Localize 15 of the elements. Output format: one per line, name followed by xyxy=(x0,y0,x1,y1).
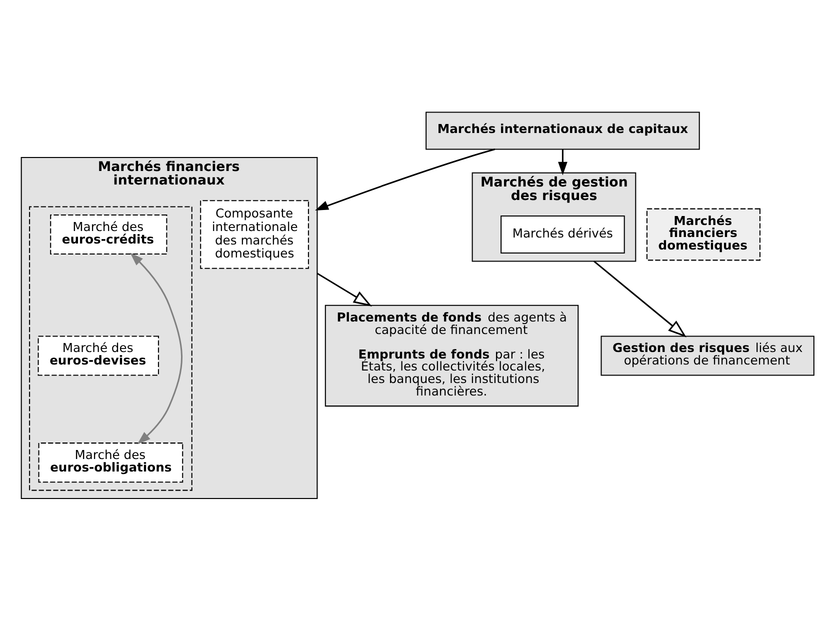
node-box: Marché des euros-crédits xyxy=(50,214,167,254)
node-box: Placements de fonds des agents à capacité de financement Emprunts de fonds par : les États, les collectivités locales, les banques, les institutions financières. xyxy=(324,304,578,406)
cluster xyxy=(28,206,192,490)
arrow xyxy=(558,149,567,175)
arrow xyxy=(130,252,182,444)
node-box: Gestion des risques liés aux opérations de financement xyxy=(600,335,814,376)
node-box: Marchés financiers domestiques xyxy=(646,208,760,260)
node-box: Marchés dérivés xyxy=(500,215,624,254)
arrow xyxy=(316,272,372,306)
arrow xyxy=(592,260,686,337)
node-box: Marchés internationaux de capitaux xyxy=(425,111,700,150)
node-box: Marché des euros-obligations xyxy=(38,442,183,482)
node-box: Marché des euros-devises xyxy=(37,335,158,376)
node-box: Composante internationale des marchés domestiques xyxy=(200,200,308,268)
arrow xyxy=(314,148,495,210)
